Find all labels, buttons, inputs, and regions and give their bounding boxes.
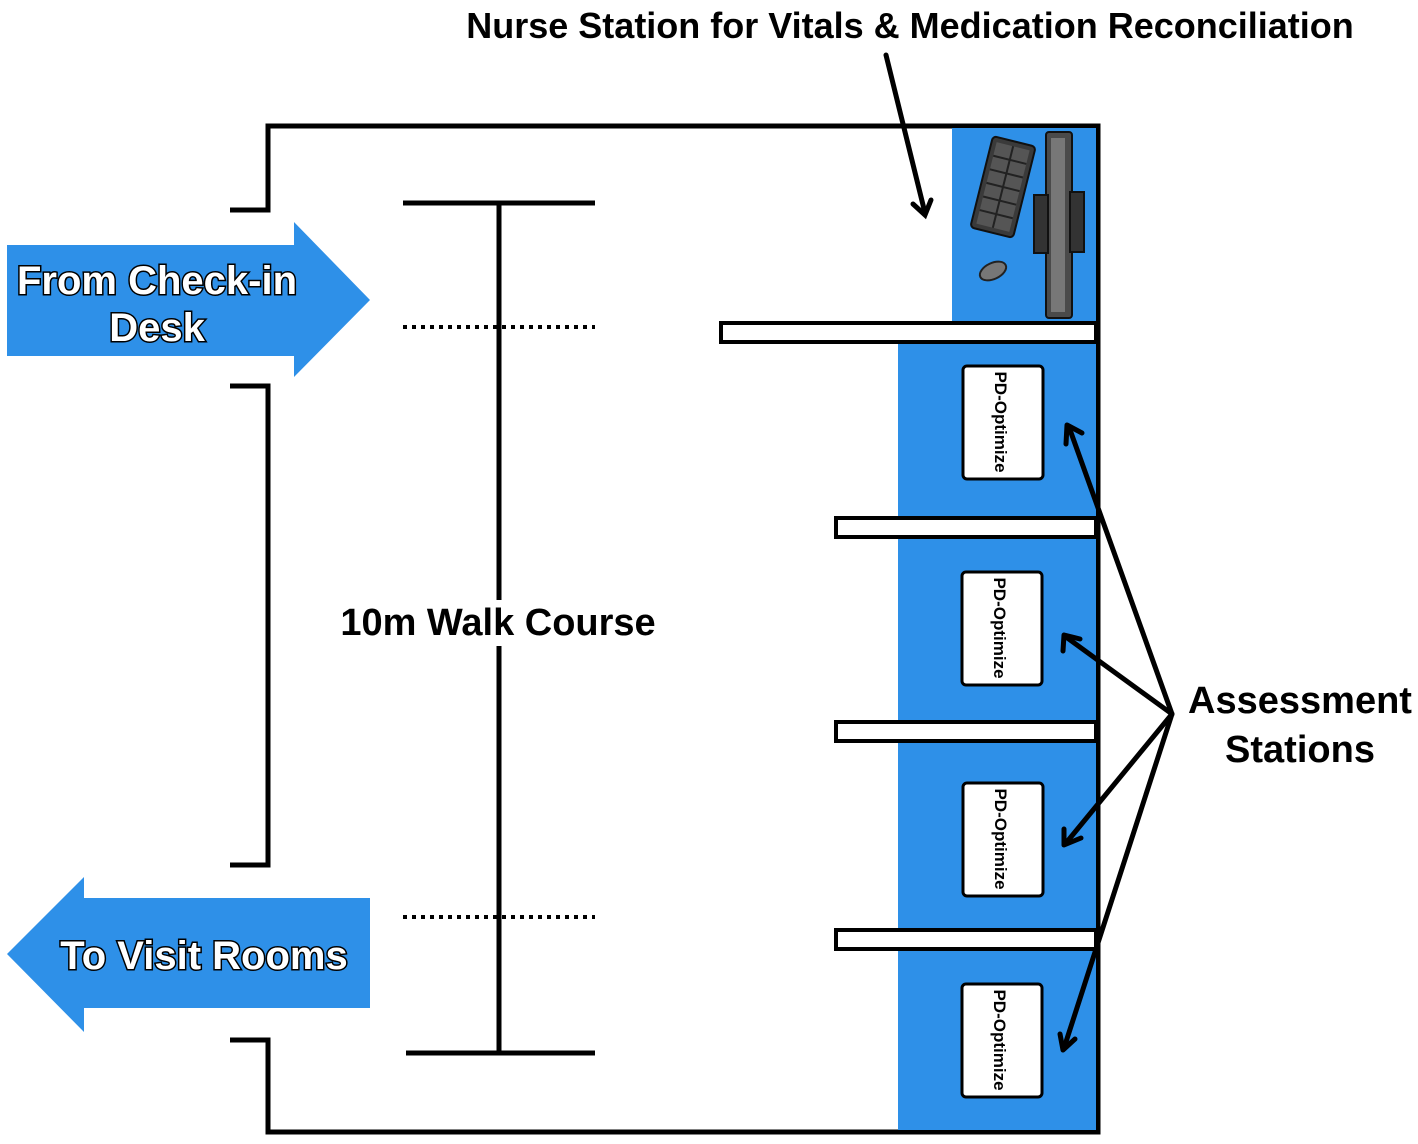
assessment-station: PD-Optimize <box>961 364 1045 481</box>
divider-wall <box>834 720 1098 743</box>
monitor-icon <box>1033 131 1085 319</box>
walk-course-label: 10m Walk Course <box>340 602 655 644</box>
assessment-station: PD-Optimize <box>961 781 1045 898</box>
station-label: PD-Optimize <box>990 989 1009 1090</box>
assessment-stations-label: Assessment <box>1188 680 1412 722</box>
divider-wall <box>834 928 1098 951</box>
station-label: PD-Optimize <box>991 788 1010 889</box>
room-walls <box>230 123 1101 1135</box>
walk-course <box>403 200 595 1056</box>
keyboard-icon <box>970 135 1036 239</box>
to-visit-rooms-label: To Visit Rooms <box>60 934 347 978</box>
station-label: PD-Optimize <box>991 371 1010 472</box>
divider-wall <box>834 516 1098 539</box>
from-checkin-label-line2: Desk <box>109 306 205 350</box>
mouse-icon <box>978 260 1008 282</box>
divider-wall <box>719 321 1098 344</box>
to-visit-rooms-arrow <box>7 877 370 1032</box>
assessment-stations-label-line2: Stations <box>1225 729 1375 771</box>
assessment-station: PD-Optimize <box>960 982 1044 1099</box>
divider-walls <box>719 321 1098 951</box>
from-checkin-label: From Check-in <box>17 259 297 303</box>
from-checkin-arrow <box>7 222 370 377</box>
nurse-station-label: Nurse Station for Vitals & Medication Re… <box>466 5 1353 46</box>
assessment-pointers <box>1057 422 1175 1053</box>
assessment-station: PD-Optimize <box>960 570 1044 687</box>
nurse-station-pointer <box>883 52 934 220</box>
station-label: PD-Optimize <box>990 577 1009 678</box>
